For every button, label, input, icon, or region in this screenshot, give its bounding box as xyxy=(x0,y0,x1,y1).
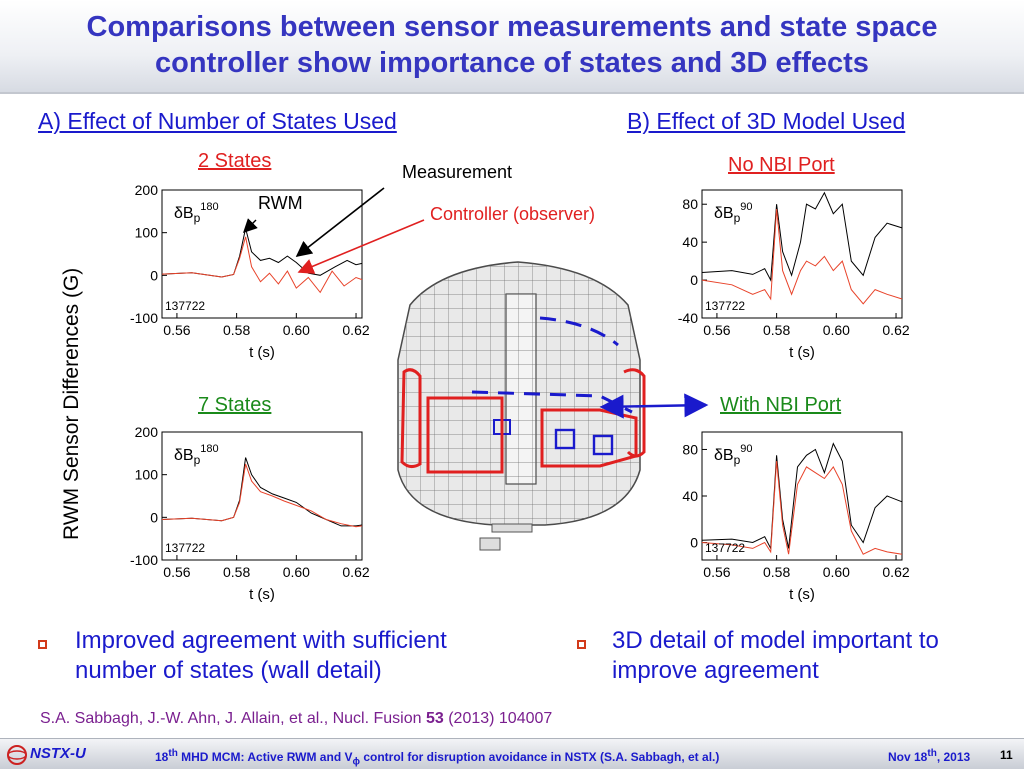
annotation-controller: Controller (observer) xyxy=(430,204,596,224)
citation-volume: 53 xyxy=(425,710,444,727)
y-tick-label: 200 xyxy=(135,182,159,198)
controller-arrow xyxy=(297,219,425,274)
shot-number: 137722 xyxy=(705,541,745,555)
bullet-2: 3D detail of model important to improve … xyxy=(612,626,939,686)
section-a-heading: A) Effect of Number of States Used xyxy=(38,108,397,134)
y-tick-label: -40 xyxy=(678,310,698,326)
y-tick-label: 0 xyxy=(150,509,158,525)
footer-bar: NSTX-U 18th MHD MCM: Active RWM and Vϕ c… xyxy=(0,738,1024,769)
plot-inner-label: δBp90 xyxy=(714,201,753,225)
plot-with-nbi: 0.56 0.58 0.60 0.62 80 40 0 δBp90 137722 t (s) xyxy=(682,431,910,603)
y-tick-label: -100 xyxy=(130,552,158,568)
y-tick-label: 80 xyxy=(682,196,698,212)
x-axis-label: t (s) xyxy=(789,586,815,603)
x-axis-label: t (s) xyxy=(789,344,815,361)
x-tick-label: 0.56 xyxy=(703,564,730,580)
x-tick-label: 0.62 xyxy=(342,322,369,338)
nstx-logo-icon xyxy=(7,745,27,765)
section-b-heading: B) Effect of 3D Model Used xyxy=(627,108,906,134)
plot-frame xyxy=(161,431,363,561)
shot-number: 137722 xyxy=(165,541,205,555)
vessel-body xyxy=(397,261,646,551)
plot-no-nbi: 0.56 0.58 0.60 0.62 80 40 0 -40 δBp90 137722 t (s) xyxy=(678,189,910,361)
plot-title-7-states: 7 States xyxy=(198,394,272,416)
y-tick-label: 40 xyxy=(682,488,698,504)
plot-title-no-nbi: No NBI Port xyxy=(728,154,835,176)
series-controller-line xyxy=(701,208,903,305)
annotation-measurement: Measurement xyxy=(402,162,513,182)
bullet-marker-icon xyxy=(38,640,47,649)
plot-frame xyxy=(701,431,903,561)
y-tick-label: 100 xyxy=(135,467,159,483)
footer-date: Nov 18th, 2013 xyxy=(888,748,971,764)
citation: S.A. Sabbagh, J.-W. Ahn, J. Allain, et a… xyxy=(40,710,552,728)
shot-number: 137722 xyxy=(705,299,745,313)
plot-title-2-states: 2 States xyxy=(198,150,272,172)
annotation-rwm: RWM xyxy=(258,193,303,213)
bullet-1: Improved agreement with sufficient numbe… xyxy=(75,626,447,686)
series-controller-line xyxy=(161,463,363,528)
series-measurement-line xyxy=(701,442,903,551)
measurement-arrow xyxy=(295,187,385,257)
x-tick-label: 0.62 xyxy=(342,564,369,580)
shot-number: 137722 xyxy=(165,299,205,313)
y-tick-label: 100 xyxy=(135,225,159,241)
x-tick-label: 0.58 xyxy=(763,564,790,580)
y-tick-label: 80 xyxy=(682,441,698,457)
x-tick-label: 0.62 xyxy=(882,322,909,338)
x-tick-label: 0.56 xyxy=(703,322,730,338)
x-tick-label: 0.56 xyxy=(163,322,190,338)
bullet-marker-icon xyxy=(577,640,586,649)
y-tick-label: 0 xyxy=(690,535,698,551)
series-measurement-line xyxy=(701,191,903,282)
x-tick-label: 0.60 xyxy=(823,564,850,580)
title-line-1: Comparisons between sensor measurements … xyxy=(86,11,938,43)
x-tick-label: 0.60 xyxy=(823,322,850,338)
plot-title-with-nbi: With NBI Port xyxy=(720,394,842,416)
plot-inner-label: δBp180 xyxy=(174,201,219,225)
y-tick-label: -100 xyxy=(130,310,158,326)
x-tick-label: 0.60 xyxy=(283,564,310,580)
plot-frame xyxy=(161,189,363,319)
citation-prefix: S.A. Sabbagh, J.-W. Ahn, J. Allain, et a… xyxy=(40,710,426,727)
rwm-arrow xyxy=(243,218,258,233)
plot-2-states: 0.56 0.58 0.60 0.62 200 100 0 -100 δBp180 137722 t… xyxy=(130,182,370,361)
series-controller-line xyxy=(161,236,363,294)
bullet-2-line-2: improve agreement xyxy=(612,657,819,684)
x-axis-label: t (s) xyxy=(249,586,275,603)
bullet-1-line-1: Improved agreement with sufficient xyxy=(75,627,447,654)
citation-suffix: (2013) 104007 xyxy=(443,710,553,727)
vessel-diagram xyxy=(243,187,709,551)
double-arrow-icon xyxy=(599,393,709,419)
x-tick-label: 0.58 xyxy=(763,322,790,338)
x-axis-label: t (s) xyxy=(249,344,275,361)
y-tick-label: 200 xyxy=(135,424,159,440)
title-line-2: controller show importance of states and… xyxy=(155,47,869,79)
x-tick-label: 0.56 xyxy=(163,564,190,580)
footer-text: 18th MHD MCM: Active RWM and Vϕ control … xyxy=(155,748,720,768)
y-tick-label: 40 xyxy=(682,234,698,250)
page-number: 11 xyxy=(1000,748,1013,762)
plot-7-states: 0.56 0.58 0.60 0.62 200 100 0 -100 δBp180 137722 t… xyxy=(130,424,370,603)
bullet-1-line-2: number of states (wall detail) xyxy=(75,657,382,684)
x-tick-label: 0.58 xyxy=(223,564,250,580)
x-tick-label: 0.60 xyxy=(283,322,310,338)
x-tick-label: 0.62 xyxy=(882,564,909,580)
y-tick-label: 0 xyxy=(690,272,698,288)
y-tick-label: 0 xyxy=(150,267,158,283)
x-tick-label: 0.58 xyxy=(223,322,250,338)
plot-inner-label: δBp90 xyxy=(714,443,753,467)
series-controller-line xyxy=(701,461,903,555)
bullet-2-line-1: 3D detail of model important to xyxy=(612,627,939,654)
slide-title: Comparisons between sensor measurements … xyxy=(0,0,1024,94)
footer-logo-text: NSTX-U xyxy=(30,745,86,762)
plot-inner-label: δBp180 xyxy=(174,443,219,467)
